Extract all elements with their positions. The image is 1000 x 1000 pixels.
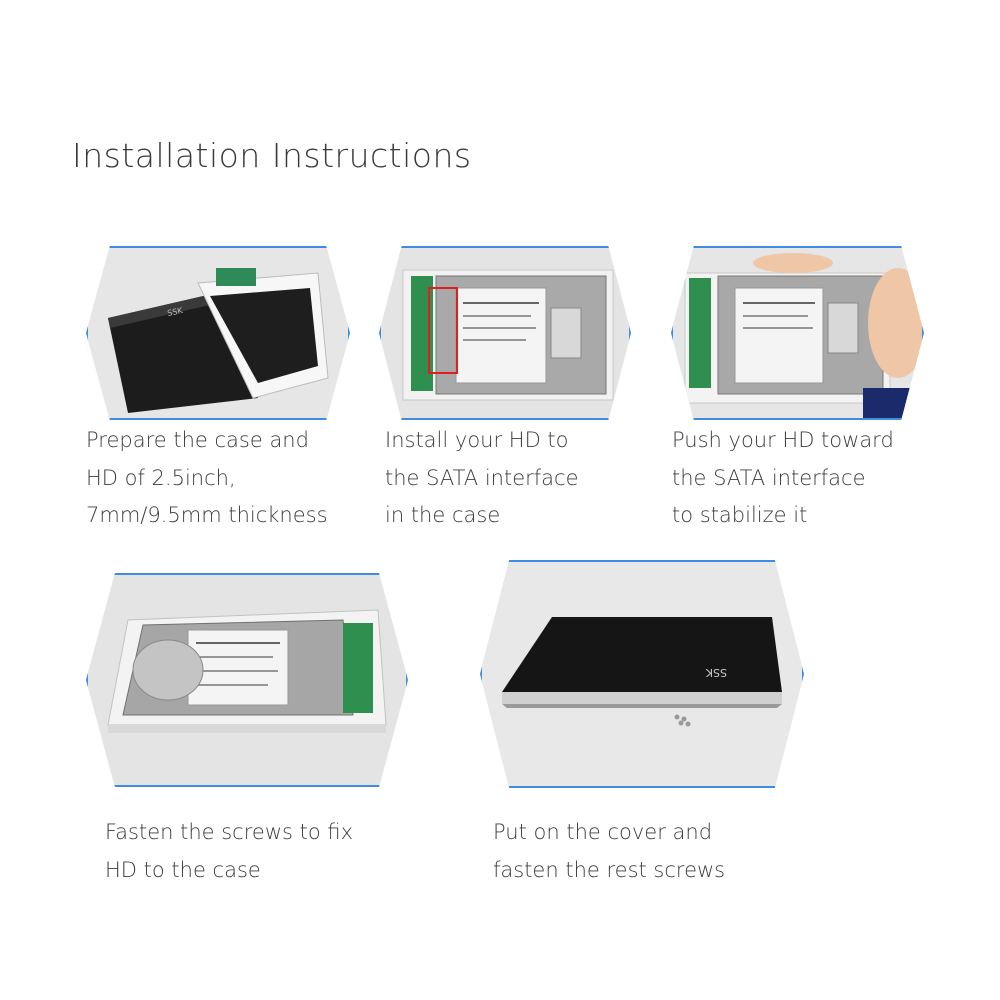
step-1-photo: SSK [86,246,350,420]
caption-line: Fasten the screws to fix [105,820,354,844]
caption-line: 7mm/9.5mm thickness [86,503,328,527]
hand-pushing-hdd-image [673,248,922,418]
caption-line: Prepare the case and [86,428,309,452]
caption-line: HD to the case [105,857,261,882]
step-5-photo: SSK [480,560,804,788]
closed-enclosure-image: SSK [482,562,802,786]
caption-line: the SATA interface [672,465,866,490]
page-title: Installation Instructions [72,136,472,175]
step-4-caption: Fasten the screws to fix HD to the case [105,814,353,889]
step-2-photo [379,246,631,420]
step-5-caption: Put on the cover and fasten the rest scr… [493,814,725,889]
caption-line: Push your HD toward [672,428,894,452]
step-1-caption: Prepare the case and HD of 2.5inch, 7mm/… [86,422,328,535]
caption-line: Put on the cover and [493,820,713,844]
step-3-caption: Push your HD toward the SATA interface t… [672,422,894,535]
step-3-photo [671,246,924,420]
case-and-hdd-image: SSK [88,248,348,418]
caption-line: HD of 2.5inch, [86,465,236,490]
caption-line: the SATA interface [385,465,579,490]
caption-line: fasten the rest screws [493,857,726,882]
svg-text:SSK: SSK [167,306,185,318]
caption-line: Install your HD to [385,428,569,452]
step-2-caption: Install your HD to the SATA interface in… [385,422,579,535]
step-4-photo [86,573,408,787]
svg-text:SSK: SSK [705,666,727,679]
hdd-in-case-image [381,248,629,418]
caption-line: in the case [385,503,501,527]
hdd-screwed-image [88,575,406,785]
caption-line: to stabilize it [672,503,808,527]
